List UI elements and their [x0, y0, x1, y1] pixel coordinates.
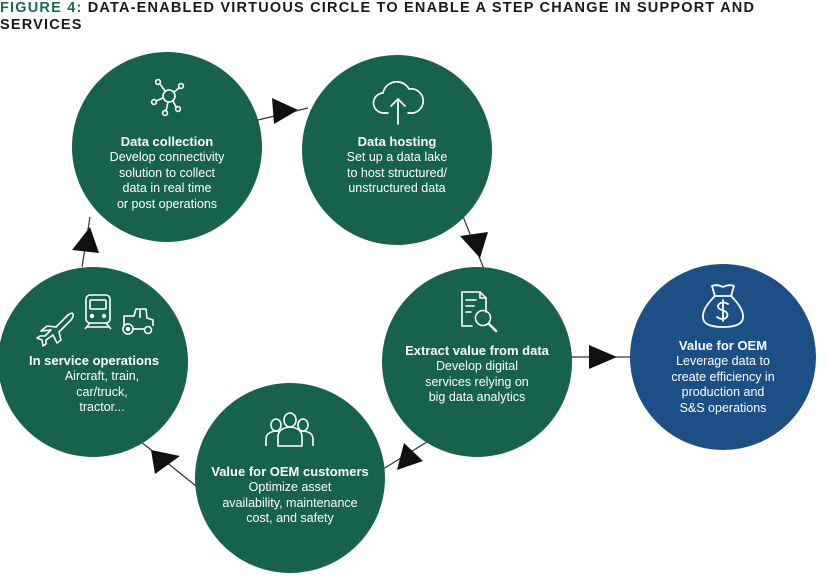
circle-extract-value: [382, 267, 572, 457]
tractor-icon: [122, 308, 154, 335]
node-data-collection: Data collection Develop connectivity sol…: [87, 133, 247, 212]
arrow-to-service: [151, 450, 180, 474]
value-customers-heading: Value for OEM customers: [211, 464, 369, 479]
circle-value-customers: [195, 383, 385, 573]
money-bag-icon: [702, 284, 744, 328]
data-hosting-line-3: unstructured data: [348, 181, 446, 195]
in-service-line-1: Aircraft, train,: [64, 369, 140, 383]
node-extract-value: Extract value from data Develop digital …: [387, 342, 567, 406]
data-collection-heading: Data collection: [120, 134, 214, 149]
figure-label: FIGURE 4:: [0, 0, 83, 16]
data-hosting-line-2: to host structured/: [346, 165, 448, 180]
arrow-to-hosting: [272, 98, 298, 124]
value-oem-heading: Value for OEM: [678, 338, 768, 353]
value-oem-line-3: production and: [681, 385, 765, 399]
people-icon: [265, 412, 314, 447]
node-value-customers: Value for OEM customers Optimize asset a…: [200, 463, 380, 527]
circle-value-oem: [630, 264, 816, 450]
data-collection-line-2: solution to collect: [119, 165, 215, 180]
data-collection-line-4: or post operations: [116, 196, 218, 211]
value-customers-line-1: Optimize asset: [248, 480, 332, 494]
arrow-to-extract: [460, 232, 488, 258]
airplane-icon: [36, 312, 75, 347]
data-collection-line-3: data in real time: [122, 181, 212, 195]
circle-data-hosting: [302, 55, 492, 245]
node-value-oem: Value for OEM Leverage data to create ef…: [643, 337, 803, 416]
extract-value-line-3: big data analytics: [428, 390, 526, 404]
value-customers-line-3: cost, and safety: [246, 511, 334, 525]
node-data-hosting: Data hosting Set up a data lake to host …: [317, 133, 477, 197]
value-oem-line-1: Leverage data to: [676, 354, 770, 368]
in-service-line-2: car/truck,: [76, 384, 128, 399]
circle-in-service: [0, 267, 188, 457]
arrow-to-collection: [72, 227, 99, 253]
in-service-line-3: tractor...: [79, 400, 125, 414]
node-in-service: In service operations Aircraft, train, c…: [29, 352, 175, 416]
circle-data-collection: [72, 52, 262, 242]
extract-value-line-1: Develop digital: [436, 359, 518, 373]
network-nodes-icon: [150, 78, 185, 117]
document-search-icon: [461, 291, 498, 333]
figure-title: FIGURE 4: DATA-ENABLED VIRTUOUS CIRCLE T…: [0, 0, 820, 34]
data-hosting-heading: Data hosting: [357, 134, 437, 149]
train-icon: [84, 294, 112, 330]
in-service-heading: In service operations: [29, 353, 160, 368]
cloud-upload-icon: [372, 80, 424, 125]
data-collection-line-1: Develop connectivity: [109, 150, 225, 164]
extract-value-heading: Extract value from data: [405, 343, 549, 358]
arrow-to-customers: [397, 443, 423, 470]
arrow-to-oem: [589, 345, 617, 369]
extract-value-line-2: services relying on: [425, 374, 529, 389]
figure-title-text: DATA-ENABLED VIRTUOUS CIRCLE TO ENABLE A…: [0, 0, 756, 33]
value-customers-line-2: availability, maintenance: [222, 495, 358, 510]
data-hosting-line-1: Set up a data lake: [346, 150, 448, 164]
value-oem-line-2: create efficiency in: [671, 369, 775, 384]
value-oem-line-4: S&S operations: [679, 400, 767, 415]
